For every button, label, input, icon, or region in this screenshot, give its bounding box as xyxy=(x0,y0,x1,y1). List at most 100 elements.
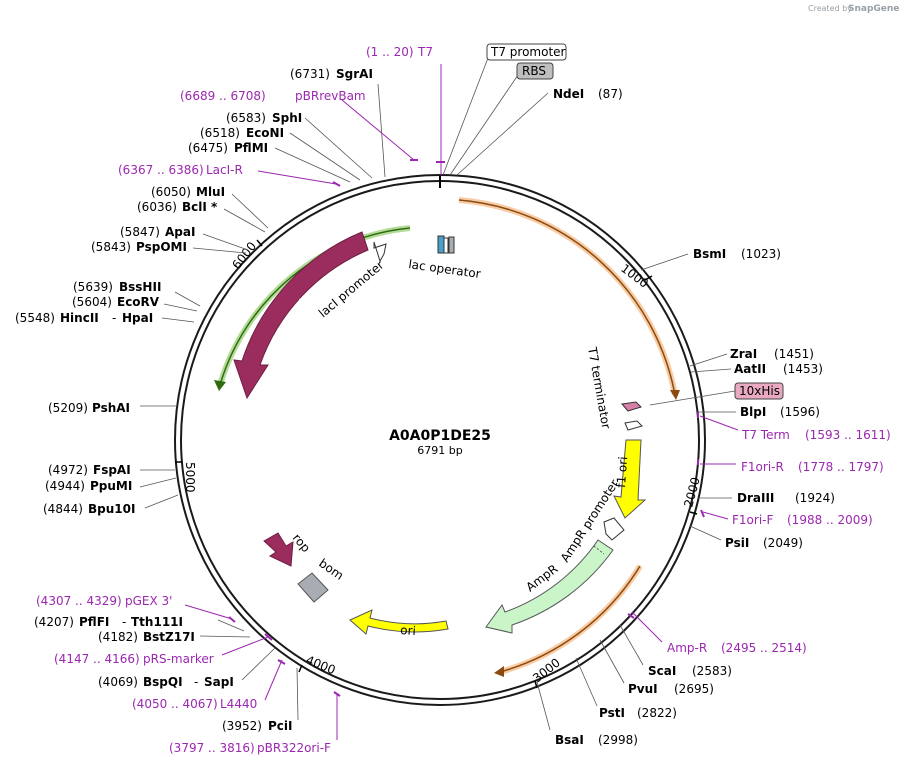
site-ecoRV-pos: (5604) xyxy=(72,295,112,309)
primer-pRS-marker-name: pRS-marker xyxy=(143,652,214,666)
site-hincII-pos: (5548) xyxy=(15,311,55,325)
site-blpI-pos: (1596) xyxy=(780,405,820,419)
site-pstI-name: PstI xyxy=(599,706,625,720)
site-pspOMI-pos: (5843) xyxy=(91,240,131,254)
site-ecoNI-pos: (6518) xyxy=(200,126,240,140)
t7-terminator-arrow xyxy=(624,420,643,431)
primer-pBRrevBam-name: pBRrevBam xyxy=(295,89,366,103)
amp-R-leader xyxy=(631,611,663,643)
primer-pBR322ori-range: (3797 .. 3816) xyxy=(169,741,255,755)
pvuI-leader xyxy=(599,639,625,684)
bstZ17I-leader xyxy=(199,635,251,638)
lac-operator-box-c xyxy=(448,236,455,254)
bom-box xyxy=(297,572,329,603)
scaI-leader xyxy=(619,624,644,666)
bclI-leader xyxy=(223,208,266,233)
pRS-marker-mark xyxy=(264,633,273,641)
primer-f1ori-R-range: (1778 .. 1797) xyxy=(798,460,884,474)
site-ppuMI-pos: (4944) xyxy=(45,479,85,493)
f1ori-F-mark xyxy=(700,509,705,518)
tick-mark-1000 xyxy=(644,275,653,281)
rop-label: rop xyxy=(290,531,313,555)
site-tth111I-name: Tth111I xyxy=(131,615,183,629)
site-ndeI-name: NdeI xyxy=(553,87,584,101)
t7-promoter-leader xyxy=(442,57,489,176)
site-pciI-pos: (3952) xyxy=(222,719,262,733)
bpu10I-leader xyxy=(144,494,179,509)
primer-f1ori-R-name: F1ori-R xyxy=(741,460,784,474)
site-pciI-name: PciI xyxy=(268,719,293,733)
lac-operator-label: lac operator xyxy=(408,257,482,281)
cds-arrowhead xyxy=(670,390,680,400)
site-bsaI-pos: (2998) xyxy=(598,733,638,747)
pciI-leader xyxy=(296,667,299,721)
pflFI-leader xyxy=(217,619,245,632)
L4440-leader xyxy=(264,659,283,701)
site-apaI-pos: (5847) xyxy=(120,225,160,239)
primer-amp-R-name: Amp-R xyxy=(667,641,707,655)
sgrAI-leader xyxy=(377,83,386,178)
site-pflFI-name: PflFI xyxy=(79,615,109,629)
ori-arrow xyxy=(349,609,449,635)
t7term-leader xyxy=(699,415,739,431)
hincII-leader xyxy=(161,317,195,323)
primer-pGEX-range: (4307 .. 4329) xyxy=(36,594,122,608)
site-pflFI-pos: (4207) xyxy=(34,615,74,629)
site-zraI-name: ZraI xyxy=(730,347,757,361)
site-ecoNI-name: EcoNI xyxy=(246,126,284,140)
site-pspOMI-name: PspOMI xyxy=(136,240,187,254)
site-bclI-pos: (6036) xyxy=(137,200,177,214)
site-pflMI-pos: (6475) xyxy=(188,141,228,155)
site-bspQI-dash: - xyxy=(194,675,198,689)
t7-promoter-label: T7 promoter xyxy=(490,45,566,59)
site-apaI-name: ApaI xyxy=(165,225,195,239)
primer-pBR322ori-name: pBR322ori-F xyxy=(257,741,331,755)
aatII-leader xyxy=(690,368,732,373)
plasmid-name: A0A0P1DE25 xyxy=(389,428,491,444)
site-sgrAI-name: SgrAI xyxy=(336,67,373,81)
ppuMI-leader xyxy=(139,477,177,488)
site-fspAI-pos: (4972) xyxy=(48,463,88,477)
site-sapI-name: SapI xyxy=(204,675,234,689)
site-scaI-name: ScaI xyxy=(648,664,676,678)
site-hpaI-name: HpaI xyxy=(122,311,153,325)
rbs-label: RBS xyxy=(522,64,546,78)
pflMI-leader xyxy=(274,147,351,183)
site-bpu10I-pos: (4844) xyxy=(43,502,83,516)
bsmI-leader xyxy=(640,253,689,271)
primer-pGEX-name: pGEX 3' xyxy=(125,594,172,608)
ampr-gene xyxy=(485,539,614,634)
ecoRV-leader xyxy=(163,303,198,312)
pRS-marker-leader xyxy=(221,636,269,656)
primer-L4440-name: L4440 xyxy=(220,697,257,711)
plasmid-length: 6791 bp xyxy=(417,444,462,457)
pGEX-leader xyxy=(184,604,233,620)
site-pvuI-name: PvuI xyxy=(628,682,658,696)
lacI-arc-arrowhead xyxy=(214,380,226,391)
site-bsmI-name: BsmI xyxy=(693,247,726,261)
site-hincII-name: HincII xyxy=(60,311,99,325)
primer-t7-range: (1 .. 20) xyxy=(366,45,414,59)
rop-arrow xyxy=(263,532,294,567)
site-sgrAI-pos: (6731) xyxy=(290,67,330,81)
tick-label-5000: 5000 xyxy=(183,462,197,493)
tick-label-6000: 6000 xyxy=(229,239,259,272)
ecoNI-leader xyxy=(289,132,361,181)
apaI-leader xyxy=(202,233,249,251)
t7-terminator-label: T7 terminator xyxy=(585,345,613,430)
bsaI-leader xyxy=(536,681,551,731)
site-bspQI-name: BspQI xyxy=(143,675,183,689)
site-psiI-name: PsiI xyxy=(725,536,749,550)
sphI-leader xyxy=(304,117,373,179)
site-pstI-pos: (2822) xyxy=(637,706,677,720)
lacI-gene xyxy=(233,231,369,400)
site-bsaI-name: BsaI xyxy=(555,733,584,747)
lacI-promoter-arrow xyxy=(373,241,387,263)
site-blpI-name: BlpI xyxy=(740,405,766,419)
pBRrevBam-leader xyxy=(341,99,415,161)
primer-t7-name: T7 xyxy=(417,45,433,59)
f1ori-F-leader xyxy=(702,511,729,520)
site-bpu10I-name: Bpu10I xyxy=(88,502,135,516)
primer-amp-R-range: (2495 .. 2514) xyxy=(721,641,807,655)
primer-pRS-marker-range: (4147 .. 4166) xyxy=(54,652,140,666)
